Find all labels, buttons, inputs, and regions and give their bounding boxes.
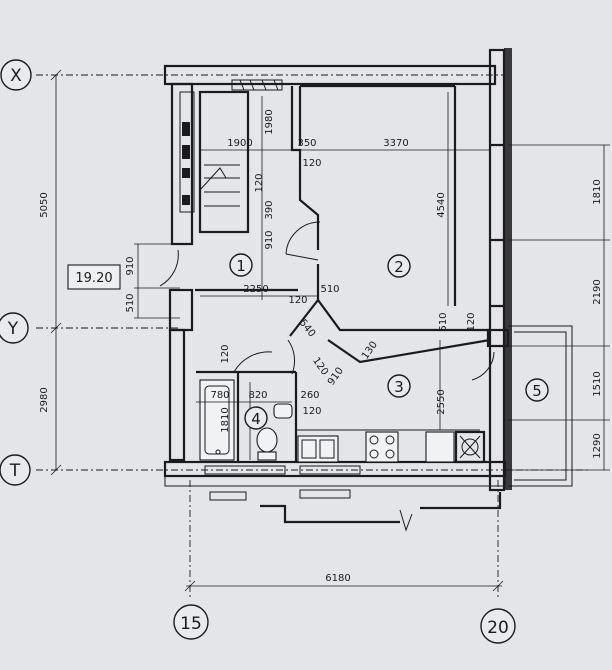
dim-510-left: 510: [125, 293, 136, 312]
dim-120-c: 120: [288, 295, 307, 306]
bottom-wall-marks: [204, 465, 502, 532]
dim-3370: 3370: [383, 138, 408, 149]
svg-text:15: 15: [180, 614, 202, 634]
svg-text:T: T: [9, 461, 21, 481]
axis-bubble-t: T: [0, 454, 31, 486]
dim-540: 540: [297, 318, 317, 340]
svg-text:5: 5: [532, 382, 542, 400]
svg-text:1: 1: [236, 257, 246, 275]
toilet: [256, 427, 278, 461]
sink: [273, 403, 293, 419]
axis-grid-lines: [36, 74, 590, 600]
kitchen-sink: [297, 435, 339, 463]
dim-6180: 6180: [325, 573, 350, 584]
bottom-dimension: 6180: [184, 573, 504, 592]
dim-1810-right: 1810: [592, 179, 603, 204]
room-4-marker: 4: [244, 406, 268, 430]
dim-4540: 4540: [436, 192, 447, 217]
room-1-marker: 1: [229, 253, 253, 277]
axis-bubble-15: 15: [173, 604, 209, 640]
kitchen-appliance: [425, 430, 486, 464]
dim-120-e: 120: [310, 356, 330, 378]
dim-910-mid: 910: [264, 230, 275, 249]
dim-1810-bath: 1810: [220, 407, 231, 432]
axis-bubble-x: X: [0, 59, 32, 91]
interior-dimensions: 1900 1980 350 3370 120 120 390 910 4540 …: [210, 109, 477, 432]
left-dimension-chain: 5050 2980: [39, 69, 62, 476]
left-opening-dims: 910 510: [125, 243, 180, 319]
dim-5050: 5050: [39, 192, 50, 217]
door-swings: [159, 221, 495, 381]
dim-2250: 2250: [243, 284, 268, 295]
dim-1510-right: 1510: [592, 371, 603, 396]
dim-780: 780: [210, 390, 229, 401]
dim-2190-right: 2190: [592, 279, 603, 304]
dim-2980: 2980: [39, 387, 50, 412]
svg-text:2: 2: [394, 258, 404, 276]
dim-510-right: 510: [438, 312, 449, 331]
svg-text:19.20: 19.20: [75, 271, 112, 286]
svg-text:X: X: [10, 66, 22, 86]
dim-350: 350: [297, 138, 316, 149]
axis-bubble-20: 20: [480, 608, 516, 644]
area-label-box: 19.20: [67, 264, 121, 290]
room-3-marker: 3: [387, 374, 411, 398]
right-wall-hatch: [504, 48, 512, 490]
room-5-marker: 5: [525, 378, 549, 402]
dim-120-f: 120: [220, 344, 231, 363]
dim-1980: 1980: [264, 109, 275, 134]
svg-text:3: 3: [394, 378, 404, 396]
svg-text:Y: Y: [7, 319, 19, 339]
dim-260: 260: [300, 390, 319, 401]
dim-510-mid: 510: [320, 284, 339, 295]
room-2-marker: 2: [387, 254, 411, 278]
dim-820: 820: [248, 390, 267, 401]
dim-1290-right: 1290: [592, 433, 603, 458]
axis-bubble-y: Y: [0, 312, 29, 344]
dim-120-a: 120: [302, 158, 321, 169]
bathtub: [199, 379, 235, 461]
dim-910-left: 910: [125, 256, 136, 275]
walls: [163, 48, 573, 492]
svg-text:4: 4: [251, 410, 261, 428]
dim-120-d: 120: [466, 312, 477, 331]
stair-lines: [199, 164, 240, 207]
dim-2550: 2550: [436, 389, 447, 414]
dim-120-g: 120: [302, 406, 321, 417]
right-dimension-chain: 1810 2190 1510 1290: [508, 144, 610, 471]
dim-390: 390: [264, 200, 275, 219]
dim-120-b: 120: [254, 173, 265, 192]
dim-1900: 1900: [227, 138, 252, 149]
svg-text:20: 20: [487, 618, 509, 638]
kitchen-stove: [365, 431, 399, 463]
